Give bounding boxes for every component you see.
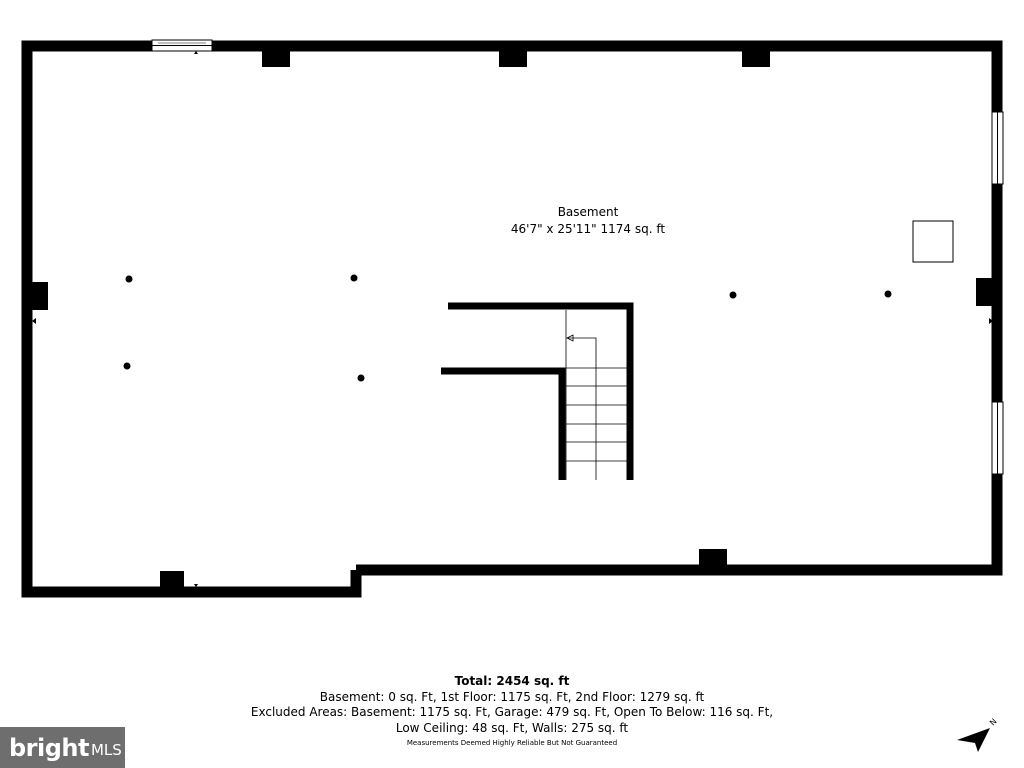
north-arrow-icon: N <box>957 717 999 752</box>
pilaster <box>499 46 527 67</box>
pilaster <box>160 571 184 592</box>
room-dimensions: 46'7" x 25'11" 1174 sq. ft <box>510 222 666 236</box>
support-post <box>125 275 133 283</box>
total-area: Total: 2454 sq. ft <box>454 674 570 688</box>
floor-areas: Basement: 0 sq. Ft, 1st Floor: 1175 sq. … <box>319 689 705 704</box>
brand-logo: bright MLS <box>0 727 125 768</box>
staircase <box>565 310 627 480</box>
brand-name: bright <box>9 733 89 762</box>
support-post <box>884 290 892 298</box>
wall-marker <box>989 318 993 324</box>
room-name: Basement <box>557 205 619 219</box>
pilaster <box>699 549 727 570</box>
wall-marker <box>194 584 198 587</box>
room-label: Basement 46'7" x 25'11" 1174 sq. ft <box>488 204 688 238</box>
excluded-areas-continued: Low Ceiling: 48 sq. Ft, Walls: 275 sq. f… <box>395 720 629 735</box>
utility-box <box>912 220 954 263</box>
brand-suffix: MLS <box>90 740 122 759</box>
area-summary: Total: 2454 sq. ft Basement: 0 sq. Ft, 1… <box>212 674 812 749</box>
stair-direction-arrow <box>566 334 574 342</box>
pilaster <box>27 282 48 310</box>
pilaster <box>976 278 997 306</box>
excluded-areas: Excluded Areas: Basement: 1175 sq. Ft, G… <box>250 705 774 719</box>
support-post <box>729 291 737 299</box>
wall-marker <box>32 318 36 324</box>
disclaimer: Measurements Deemed Highly Reliable But … <box>406 739 618 747</box>
stair-wall <box>448 302 634 480</box>
exterior-wall <box>21 40 1003 598</box>
support-post <box>357 374 365 382</box>
support-post <box>123 362 131 370</box>
north-label: N <box>988 717 999 728</box>
pilaster <box>262 46 290 67</box>
pilaster <box>742 46 770 67</box>
window-marker <box>194 51 198 54</box>
support-post <box>350 274 358 282</box>
stair-wall <box>441 367 566 480</box>
